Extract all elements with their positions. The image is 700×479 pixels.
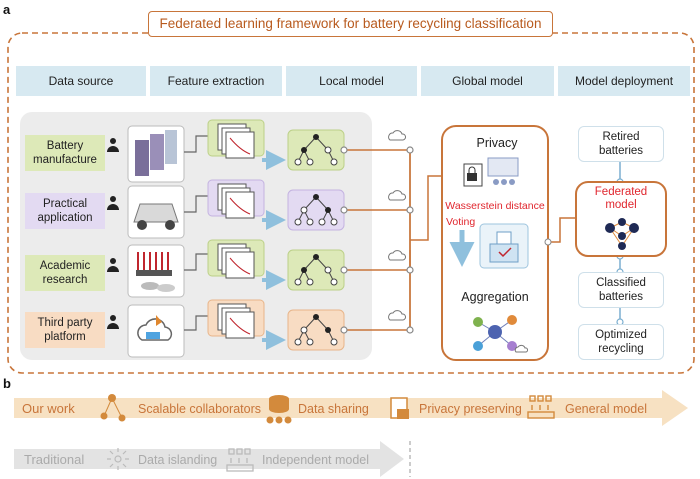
local-model-tree-1	[287, 129, 345, 171]
privacy-lock-icon	[390, 397, 409, 419]
general-model-label: General model	[565, 402, 647, 416]
feature-stack-3	[207, 239, 265, 279]
data-islanding-icon	[107, 448, 129, 470]
users-screen-icon	[487, 157, 519, 185]
classified-batteries-box: Classified batteries	[578, 272, 664, 308]
independent-model-label: Independent model	[262, 453, 370, 467]
wasserstein-distance-label: Wasserstein distance	[445, 200, 545, 212]
our-work-arrow	[14, 390, 688, 426]
stage-feature-extraction: Feature extraction	[150, 66, 282, 96]
data-sharing-label: Data sharing	[298, 402, 369, 416]
feature-stack-1	[207, 119, 265, 159]
traditional-arrow	[14, 441, 404, 477]
source-image-battery-cells	[127, 125, 185, 183]
source-third-party-platform: Third party platform	[25, 312, 105, 348]
lock-document-icon	[463, 163, 483, 187]
local-model-tree-4	[287, 309, 345, 351]
framework-title: Federated learning framework for battery…	[148, 11, 553, 37]
retired-batteries-box: Retired batteries	[578, 126, 664, 162]
user-icon	[107, 138, 119, 329]
general-model-icon	[527, 395, 555, 419]
source-practical-application: Practical application	[25, 193, 105, 229]
aggregation-label: Aggregation	[461, 290, 529, 304]
stage-data-source: Data source	[16, 66, 146, 96]
ballot-box-icon	[479, 223, 529, 269]
feature-stack-4	[207, 299, 265, 339]
upload-connector	[344, 149, 442, 331]
source-academic-research: Academic research	[25, 255, 105, 291]
cloud-upload-icon	[388, 130, 407, 321]
source-image-battery-cells-lab	[127, 244, 185, 298]
voting-label: Voting	[446, 216, 476, 228]
panel-a-letter: a	[3, 2, 11, 17]
local-model-tree-2	[287, 189, 345, 231]
source-battery-manufacture: Battery manufacture	[25, 135, 105, 171]
flow-arrow	[262, 150, 286, 350]
database-sharing-icon	[266, 395, 292, 424]
source-image-electric-vehicle	[127, 185, 185, 239]
independent-model-icon	[226, 448, 254, 472]
stage-local-model: Local model	[286, 66, 417, 96]
federated-model-label: Federated model	[594, 186, 648, 211]
traditional-label: Traditional	[24, 452, 85, 467]
stage-global-model: Global model	[421, 66, 554, 96]
local-model-tree-3	[287, 249, 345, 291]
privacy-label: Privacy	[476, 136, 518, 150]
scalable-collaborators-icon	[100, 394, 126, 422]
privacy-preserving-label: Privacy preserving	[419, 402, 522, 416]
stage-model-deployment: Model deployment	[558, 66, 690, 96]
scalable-collaborators-label: Scalable collaborators	[138, 402, 261, 416]
data-islanding-label: Data islanding	[138, 453, 218, 467]
panel-b-letter: b	[3, 376, 11, 391]
network-aggregation-icon	[473, 315, 528, 353]
feature-stack-2	[207, 179, 265, 219]
optimized-recycling-box: Optimized recycling	[578, 324, 664, 360]
source-image-cloud-platform	[127, 304, 185, 358]
neural-network-icon	[605, 218, 639, 250]
our-work-label: Our work	[22, 401, 75, 416]
